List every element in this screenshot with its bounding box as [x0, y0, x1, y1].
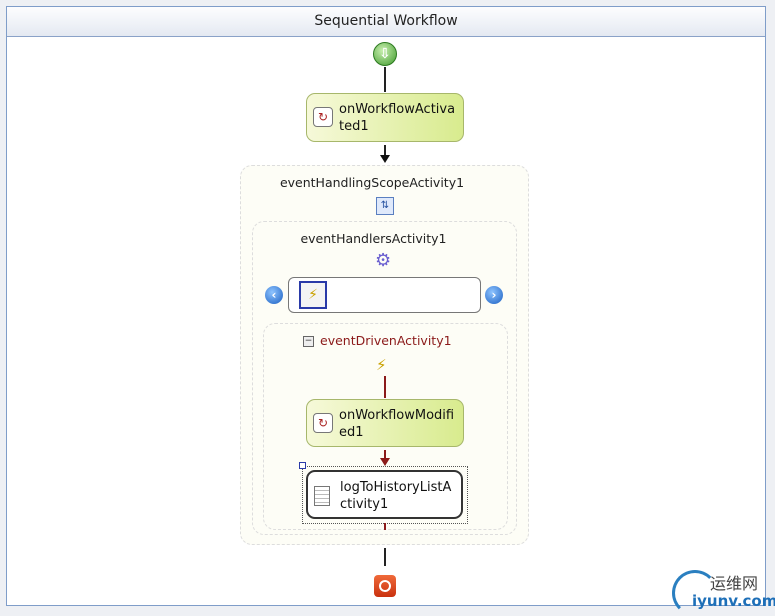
- selection-handle[interactable]: [299, 462, 306, 469]
- connector-arrow: [380, 458, 390, 466]
- driven-label: eventDrivenActivity1: [320, 333, 452, 348]
- scope-icon: ⇅: [376, 197, 394, 215]
- event-activity-icon: ↻: [313, 413, 333, 433]
- scope-label: eventHandlingScopeActivity1: [279, 175, 465, 190]
- chevron-right-icon[interactable]: ›: [485, 286, 503, 304]
- connector: [384, 548, 386, 566]
- log-list-icon: [314, 486, 330, 506]
- start-icon[interactable]: ⇩: [373, 42, 397, 66]
- watermark: 运维网 iyunv.com: [670, 568, 775, 616]
- connector-arrow: [380, 155, 390, 163]
- connector: [384, 145, 386, 155]
- connector: [384, 450, 386, 459]
- event-activity-icon: ↻: [313, 107, 333, 127]
- activity-logtohistorylist[interactable]: logToHistoryListActivity1: [306, 470, 463, 519]
- stop-icon[interactable]: [374, 575, 396, 597]
- collapse-icon[interactable]: −: [303, 336, 314, 347]
- connector: [384, 376, 386, 398]
- connector: [384, 523, 386, 530]
- chevron-left-icon[interactable]: ‹: [265, 286, 283, 304]
- activity-onworkflowactivated[interactable]: ↻ onWorkflowActivated1: [306, 93, 464, 142]
- gear-icon: ⚙: [375, 250, 392, 271]
- event-driven-icon: ⚡: [376, 356, 387, 374]
- activity-label: logToHistoryListActivity1: [340, 480, 452, 512]
- activity-label: onWorkflowActivated1: [339, 102, 456, 134]
- handlers-label: eventHandlersActivity1: [300, 231, 447, 246]
- event-driven-thumbnail[interactable]: ⚡: [299, 281, 327, 309]
- activity-label: onWorkflowModified1: [339, 408, 455, 440]
- activity-onworkflowmodified[interactable]: ↻ onWorkflowModified1: [306, 399, 464, 447]
- connector: [384, 67, 386, 92]
- workflow-title: Sequential Workflow: [7, 7, 765, 37]
